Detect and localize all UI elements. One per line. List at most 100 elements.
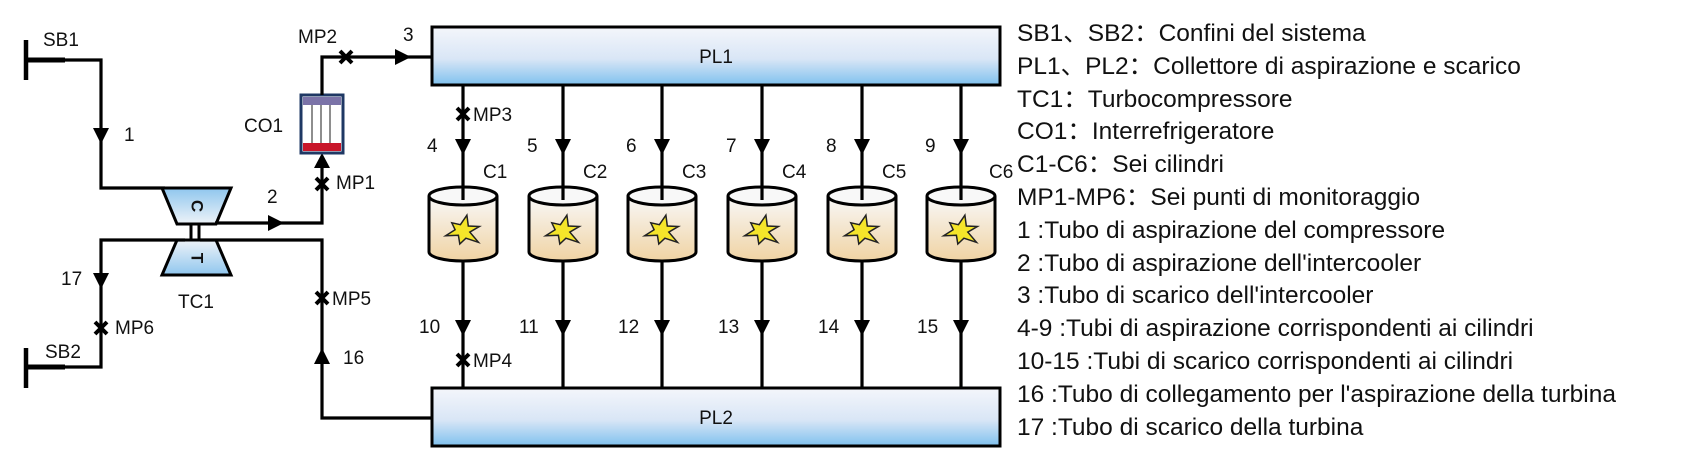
intake-pipe-label: 7 — [726, 136, 737, 157]
pipe-1 — [64, 58, 165, 190]
intake-pipe-label: 5 — [527, 136, 538, 157]
legend-item: 4-9 :Tubi di aspirazione corrispondenti … — [1017, 315, 1534, 343]
cylinder-3: 6 12 C3 — [618, 86, 706, 389]
engine-schematic: SB1 1 C T TC1 2 MP1 CO1 MP2 3 PL1 PL2 — [23, 25, 1013, 448]
flow-arrow-exhaust — [754, 320, 770, 336]
cylinder-6: 9 15 C6 — [917, 86, 1013, 389]
pl1-label: PL1 — [699, 47, 733, 68]
legend-item: TC1：Turbocompressore — [1017, 85, 1293, 113]
compressor-letter: C — [188, 200, 207, 212]
flow-arrow-intake — [555, 139, 571, 155]
legend-item: 1 :Tubo di aspirazione del compressore — [1017, 216, 1446, 244]
cylinder-4: 7 13 C4 — [718, 86, 807, 389]
sb2-label: SB2 — [45, 342, 81, 363]
cylinder-2: 5 11 C2 — [519, 86, 607, 389]
exhaust-pipe-label: 15 — [917, 317, 938, 338]
flow-arrow-exhaust — [555, 320, 571, 336]
flow-arrow-pipe-16 — [314, 348, 330, 364]
mp3-label: MP3 — [473, 105, 512, 126]
intake-pipe-label: 8 — [826, 136, 837, 157]
turbocompressor-tc1: C T — [159, 186, 234, 277]
pipe-2-label: 2 — [267, 187, 278, 208]
flow-arrow-pipe-1 — [93, 128, 109, 144]
pipe-16-label: 16 — [343, 348, 364, 369]
legend-item: 16 :Tubo di collegamento per l'aspirazio… — [1017, 380, 1616, 408]
exhaust-pipe-label: 13 — [718, 317, 739, 338]
combustion-spark-icon — [841, 213, 881, 246]
monitoring-point-mp3 — [455, 106, 471, 122]
intercooler-co1 — [299, 93, 345, 155]
flow-arrow-pipe-17 — [93, 273, 109, 289]
cylinder-5: 8 14 C5 — [818, 86, 906, 389]
boundary-sb1 — [23, 40, 65, 80]
mp1-label: MP1 — [336, 173, 375, 194]
mp4-label: MP4 — [473, 351, 513, 372]
cylinder-label: C2 — [583, 162, 607, 183]
exhaust-pipe-label: 14 — [818, 317, 840, 338]
monitoring-point-mp2 — [338, 49, 354, 65]
exhaust-pipe-label: 10 — [419, 317, 440, 338]
mp5-label: MP5 — [332, 289, 371, 310]
legend-item: 3 :Tubo di scarico dell'intercooler — [1017, 282, 1374, 310]
combustion-spark-icon — [442, 213, 482, 246]
legend-item: CO1：Interrefrigeratore — [1017, 118, 1275, 146]
mp2-label: MP2 — [298, 27, 337, 48]
legend-item: C1-C6：Sei cilindri — [1017, 151, 1224, 179]
flow-arrow-intake — [654, 139, 670, 155]
intake-pipe-label: 9 — [925, 136, 936, 157]
cylinder-label: C4 — [782, 162, 807, 183]
exhaust-pipe-label: 12 — [618, 317, 639, 338]
sb1-label: SB1 — [43, 30, 79, 51]
plenum-pl1 — [430, 25, 1002, 87]
monitoring-point-mp4 — [455, 352, 471, 368]
legend-item: 10-15 :Tubi di scarico corrispondenti ai… — [1017, 347, 1514, 375]
cylinder-label: C5 — [882, 162, 906, 183]
flow-arrow-intake — [953, 139, 969, 155]
pl2-label: PL2 — [699, 408, 733, 429]
flow-arrow-pipe-3 — [395, 49, 411, 65]
flow-arrow-exhaust — [854, 320, 870, 336]
combustion-spark-icon — [940, 213, 980, 246]
flow-arrow-intake — [754, 139, 770, 155]
flow-arrow-exhaust — [953, 320, 969, 336]
co1-label: CO1 — [244, 116, 283, 137]
monitoring-point-mp5 — [314, 290, 330, 306]
cylinder-label: C3 — [682, 162, 706, 183]
combustion-spark-icon — [641, 213, 681, 246]
combustion-spark-icon — [542, 213, 582, 246]
flow-arrow-exhaust — [455, 320, 471, 336]
monitoring-point-mp6 — [93, 320, 109, 336]
pipe-17 — [64, 238, 185, 369]
pipe-1-label: 1 — [124, 125, 135, 146]
cylinder-group: 4 10 C1 5 11 C2 6 12 C3 7 13 C4 8 14 C5 9 15 C6 — [419, 86, 1013, 389]
tc1-label: TC1 — [178, 292, 214, 313]
turbine-letter: T — [188, 253, 207, 264]
pipe-17-label: 17 — [61, 269, 82, 290]
legend-item: 17 :Tubo di scarico della turbina — [1017, 413, 1364, 441]
pipe-3-label: 3 — [403, 25, 414, 46]
legend-item: PL1、PL2：Collettore di aspirazione e scar… — [1017, 52, 1521, 80]
boundary-sb2 — [23, 348, 65, 388]
pipe-16 — [200, 238, 432, 420]
legend-item: MP1-MP6：Sei punti di monitoraggio — [1017, 183, 1421, 211]
combustion-spark-icon — [741, 213, 781, 246]
pipe-3 — [320, 55, 432, 95]
cylinder-label: C6 — [989, 162, 1013, 183]
legend-item: 2 :Tubo di aspirazione dell'intercooler — [1017, 249, 1422, 277]
flow-arrow-intake — [455, 139, 471, 155]
monitoring-point-mp1 — [314, 176, 330, 192]
cylinder-1: 4 10 C1 — [419, 86, 507, 389]
cylinder-label: C1 — [483, 162, 507, 183]
flow-arrow-pipe-2 — [268, 215, 284, 231]
plenum-pl2 — [430, 386, 1002, 448]
flow-arrow-exhaust — [654, 320, 670, 336]
flow-arrow-intercooler-in — [314, 153, 330, 168]
intake-pipe-label: 4 — [427, 136, 438, 157]
intake-pipe-label: 6 — [626, 136, 637, 157]
legend-item: SB1、SB2：Confini del sistema — [1017, 20, 1366, 47]
exhaust-pipe-label: 11 — [519, 317, 539, 338]
mp6-label: MP6 — [115, 318, 154, 339]
flow-arrow-intake — [854, 139, 870, 155]
pipe-2 — [215, 160, 324, 225]
